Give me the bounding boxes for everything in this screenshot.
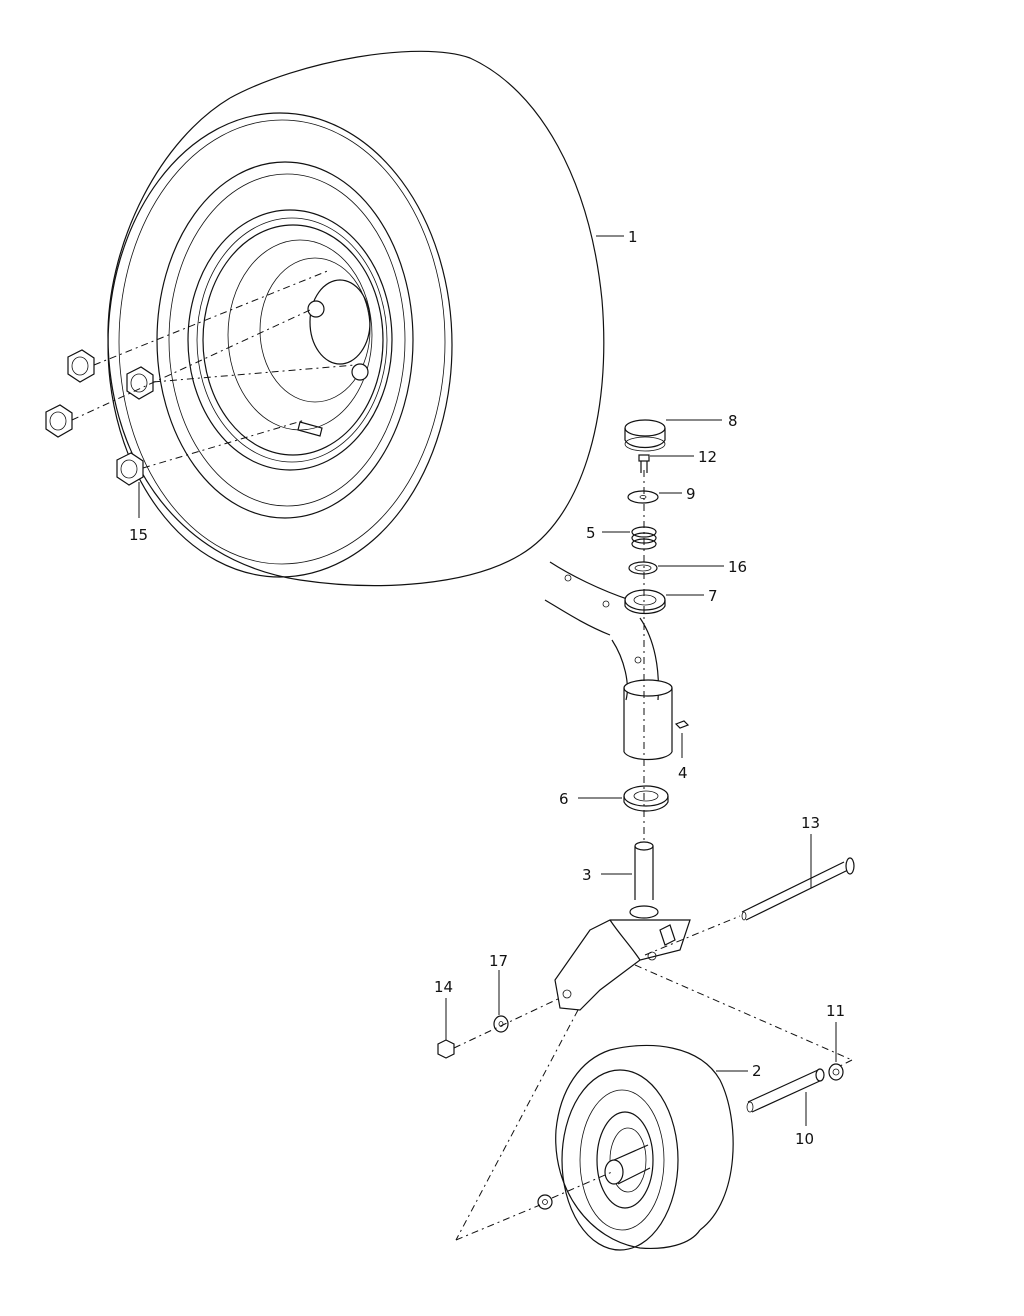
- lug-nut: [45, 404, 73, 438]
- yoke-washer: [493, 1015, 509, 1033]
- bolt-axis-line: [644, 915, 741, 956]
- caster-frame-arm: [544, 561, 659, 701]
- lug-axis-lines: [71, 269, 356, 469]
- callout-5: 5: [586, 524, 596, 542]
- callout-13: 13: [801, 814, 820, 832]
- callout-10: 10: [795, 1130, 814, 1148]
- caster-spindle: [629, 841, 659, 919]
- callout-2: 2: [752, 1062, 762, 1080]
- hub-spacer: [537, 1194, 553, 1210]
- callout-8: 8: [728, 412, 738, 430]
- lower-bearing: [623, 785, 669, 812]
- callout-4: 4: [678, 764, 688, 782]
- large-wheel-assembly: [107, 50, 605, 587]
- callout-17: 17: [489, 952, 508, 970]
- callout-1: 1: [628, 228, 638, 246]
- callout-9: 9: [686, 485, 696, 503]
- nut-axis-line: [453, 997, 561, 1049]
- callout-leaders: [138, 235, 837, 1126]
- dust-cap: [624, 419, 666, 452]
- wheel-assembly-lines: [455, 964, 853, 1241]
- callout-7: 7: [708, 587, 718, 605]
- callout-12: 12: [698, 448, 717, 466]
- lock-nut: [437, 1039, 455, 1059]
- lug-nuts: [45, 349, 154, 486]
- flat-washer: [627, 490, 659, 504]
- pivot-tube: [623, 679, 673, 761]
- axle-spacer: [828, 1063, 844, 1081]
- cap-bolt: [638, 454, 650, 473]
- lug-nut: [67, 349, 95, 383]
- caster-yoke: [554, 919, 691, 1011]
- axle-bolt: [741, 857, 855, 921]
- grease-fitting: [674, 720, 690, 729]
- wheel-axle-tube: [746, 1068, 825, 1113]
- callout-16: 16: [728, 558, 747, 576]
- callout-labels: 1 2 3 4 5 6 7 8 9 10 11 12 13 14 15 16 1…: [129, 228, 845, 1148]
- callout-11: 11: [826, 1002, 845, 1020]
- callout-15: 15: [129, 526, 148, 544]
- thrust-washer: [628, 561, 658, 575]
- callout-6: 6: [559, 790, 569, 808]
- caster-wheel-assembly: [555, 1044, 734, 1251]
- callout-3: 3: [582, 866, 592, 884]
- lug-nut: [116, 452, 144, 486]
- upper-bearing: [624, 589, 666, 615]
- lug-nut: [126, 366, 154, 400]
- callout-14: 14: [434, 978, 453, 996]
